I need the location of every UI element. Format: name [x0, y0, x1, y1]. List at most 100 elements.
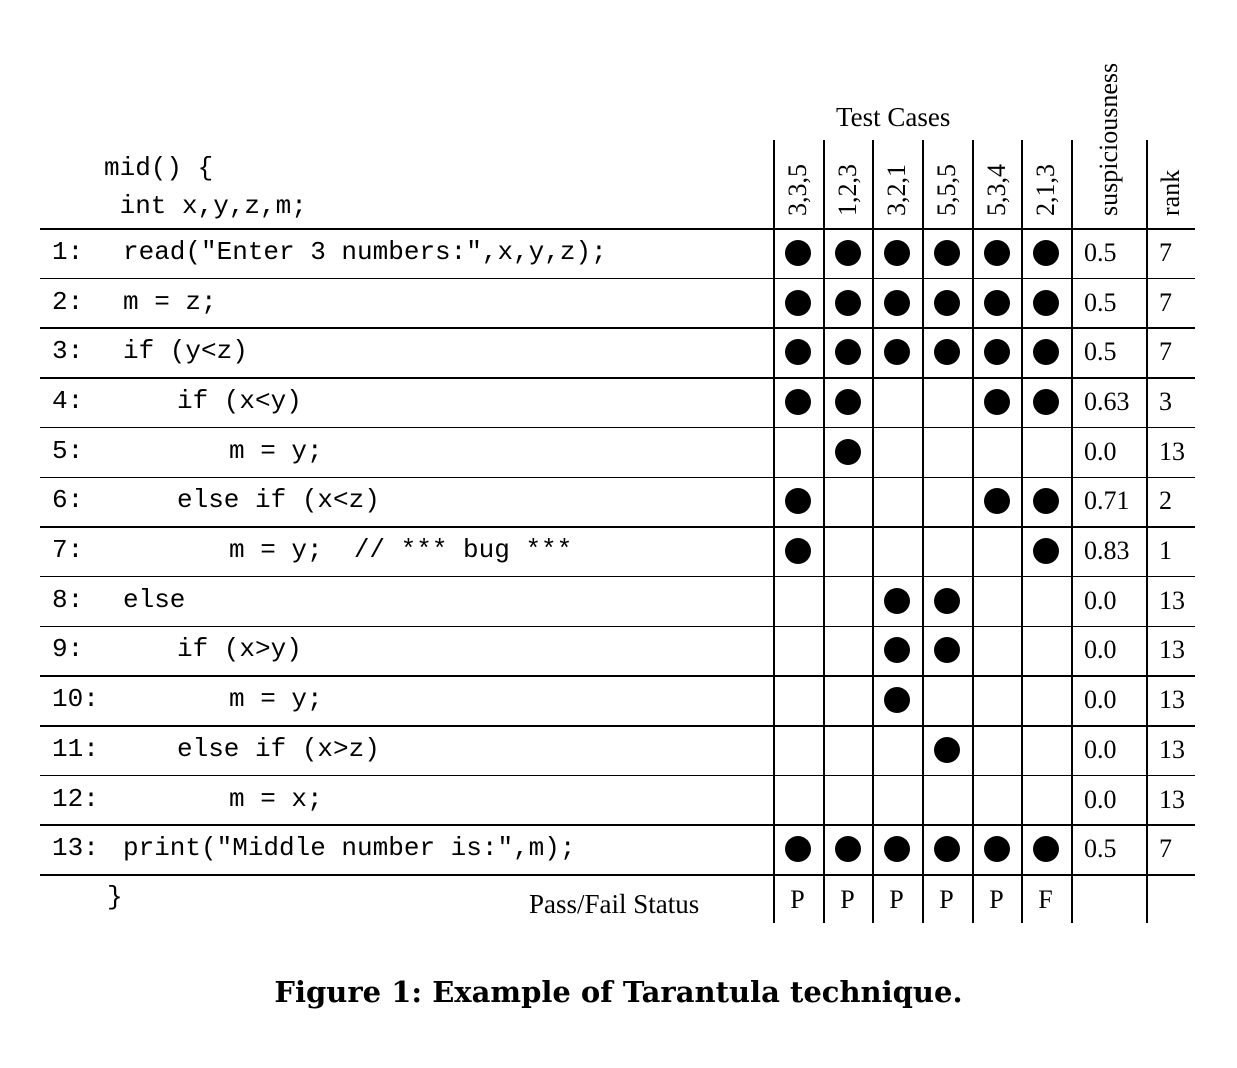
- column-divider: [1071, 140, 1073, 923]
- coverage-dot: [785, 239, 811, 266]
- coverage-dot: [1033, 488, 1059, 515]
- rank-value: 13: [1159, 685, 1185, 715]
- column-divider: [773, 140, 775, 923]
- coverage-dot: [834, 339, 861, 366]
- coverage-dot: [1033, 239, 1059, 266]
- code-statement: m = z;: [123, 286, 217, 317]
- coverage-dot: [834, 289, 861, 316]
- row-divider: [40, 874, 1195, 876]
- column-divider: [872, 140, 874, 923]
- coverage-dot: [785, 836, 811, 863]
- coverage-dot: [934, 637, 960, 664]
- coverage-dot: [884, 587, 910, 614]
- rank-value: 13: [1159, 436, 1185, 466]
- column-divider: [922, 140, 924, 923]
- coverage-dot: [983, 239, 1010, 266]
- coverage-dot: [934, 289, 960, 316]
- test-case-label: 3,2,1: [882, 164, 911, 216]
- rank-value: 3: [1159, 386, 1172, 416]
- line-number: 13:: [52, 833, 99, 864]
- suspiciousness-value: 0.5: [1084, 337, 1117, 367]
- coverage-dot: [884, 289, 910, 316]
- test-case-label: 5,5,5: [932, 164, 961, 216]
- coverage-dot: [983, 388, 1010, 415]
- coverage-dot: [785, 289, 811, 316]
- code-statement: m = x;: [229, 783, 323, 814]
- rank-value: 7: [1159, 287, 1172, 317]
- test-case-label: 1,2,3: [832, 164, 862, 216]
- code-statement: else if (x<z): [177, 485, 380, 516]
- pass-fail-status: P: [790, 885, 805, 915]
- line-number: 9:: [52, 634, 84, 665]
- row-divider: [40, 824, 1195, 826]
- coverage-dot: [934, 587, 960, 614]
- pass-fail-status: P: [989, 885, 1004, 915]
- rank-value: 7: [1159, 237, 1172, 267]
- coverage-dot: [983, 289, 1010, 316]
- code-header-line: int x,y,z,m;: [104, 191, 307, 221]
- line-number: 12:: [52, 783, 99, 814]
- column-divider: [1146, 140, 1148, 923]
- closing-brace: }: [107, 882, 123, 913]
- suspiciousness-value: 0.5: [1084, 287, 1117, 317]
- coverage-dot: [834, 388, 861, 415]
- coverage-dot: [1033, 836, 1059, 863]
- line-number: 11:: [52, 733, 99, 764]
- line-number: 6:: [52, 485, 84, 516]
- line-number: 5:: [52, 435, 84, 466]
- test-case-label: 2,1,3: [1031, 164, 1060, 216]
- suspiciousness-value: 0.63: [1084, 386, 1130, 416]
- line-number: 8:: [52, 584, 84, 615]
- coverage-dot: [983, 339, 1010, 366]
- row-divider: [40, 327, 1195, 329]
- coverage-dot: [785, 388, 811, 415]
- coverage-dot: [785, 488, 811, 515]
- row-divider: [40, 774, 1195, 777]
- code-statement: m = y;: [229, 684, 323, 715]
- line-number: 7:: [52, 535, 84, 566]
- code-statement: if (y<z): [123, 336, 248, 367]
- suspiciousness-value: 0.5: [1084, 237, 1117, 267]
- line-number: 1:: [52, 236, 84, 267]
- coverage-dot: [983, 836, 1010, 863]
- coverage-dot: [834, 239, 861, 266]
- coverage-dot: [884, 339, 910, 366]
- coverage-dot: [934, 736, 960, 763]
- coverage-dot: [934, 339, 960, 366]
- suspiciousness-header: suspiciousness: [1093, 62, 1123, 216]
- coverage-dot: [834, 438, 861, 465]
- row-divider: [40, 675, 1195, 677]
- suspiciousness-value: 0.0: [1084, 784, 1117, 814]
- rank-value: 13: [1159, 734, 1185, 764]
- rank-value: 1: [1159, 536, 1172, 566]
- line-number: 2:: [52, 286, 84, 317]
- code-header-line: mid() {: [104, 153, 214, 183]
- suspiciousness-value: 0.71: [1084, 486, 1130, 516]
- rank-header: rank: [1155, 169, 1185, 216]
- suspiciousness-value: 0.0: [1084, 585, 1117, 615]
- row-divider: [40, 277, 1195, 280]
- column-divider: [823, 140, 825, 923]
- code-statement: m = y; // *** bug ***: [229, 535, 573, 566]
- code-statement: else: [123, 584, 186, 615]
- code-statement: read("Enter 3 numbers:",x,y,z);: [123, 236, 607, 267]
- rank-value: 13: [1159, 784, 1185, 814]
- test-case-label: 5,3,4: [981, 164, 1011, 216]
- line-number: 4:: [52, 385, 84, 416]
- pass-fail-status: P: [939, 885, 954, 915]
- pass-fail-label: Pass/Fail Status: [529, 889, 700, 920]
- code-statement: m = y;: [229, 435, 323, 466]
- row-divider: [40, 526, 1195, 528]
- coverage-dot: [785, 538, 811, 565]
- column-divider: [1021, 140, 1023, 923]
- code-statement: if (x<y): [177, 385, 302, 416]
- coverage-dot: [785, 339, 811, 366]
- rank-value: 13: [1159, 635, 1185, 665]
- suspiciousness-value: 0.0: [1084, 635, 1117, 665]
- coverage-dot: [1033, 339, 1059, 366]
- coverage-dot: [884, 637, 910, 664]
- column-divider: [972, 140, 974, 923]
- row-divider: [40, 476, 1195, 478]
- coverage-dot: [1033, 538, 1059, 565]
